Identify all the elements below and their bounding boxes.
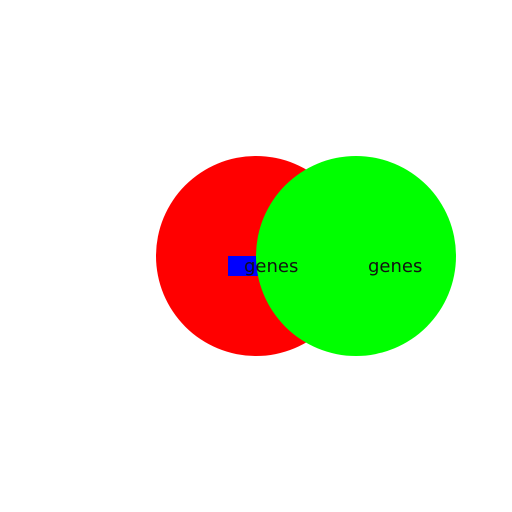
set-right-circle (256, 156, 456, 356)
set-left-label: genes (244, 256, 298, 277)
overlap-marker (228, 256, 258, 276)
set-right-label: genes (368, 256, 422, 277)
